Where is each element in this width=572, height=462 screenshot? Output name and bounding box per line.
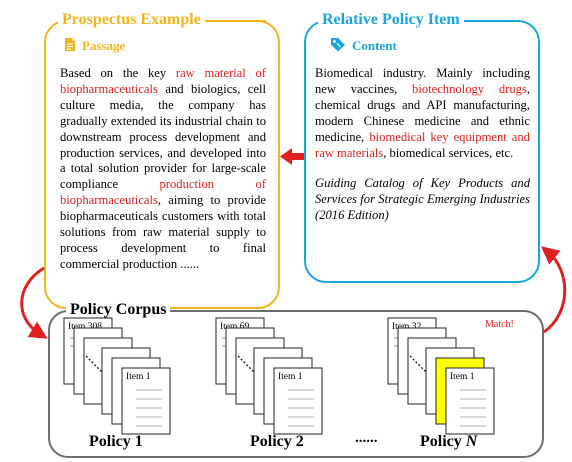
passage-segment-highlight: raw material of biopharmaceuticals xyxy=(60,66,266,96)
prospectus-title: Prospectus Example xyxy=(58,12,205,28)
passage-segment: Based on the key xyxy=(60,66,176,80)
corpus-ellipsis: ...... xyxy=(355,430,378,446)
item-label: Item 1 xyxy=(126,372,151,382)
content-segment: Biomedical industry. Mainly including ne… xyxy=(315,66,530,96)
corpus-title-line xyxy=(182,310,522,312)
content-segment: , chemical drugs and API manufacturing, … xyxy=(315,81,530,144)
policy-1-label: Policy 1 xyxy=(89,433,143,450)
document-page xyxy=(445,367,495,435)
match-arrow-left xyxy=(280,148,304,165)
item-label: Item 1 xyxy=(450,372,475,382)
curved-arrow-left xyxy=(20,266,48,339)
content-segment: , biomedical services, etc. xyxy=(383,145,514,160)
passage-segment-highlight: production of biopharmaceuticals xyxy=(60,177,266,208)
curved-arrow-right xyxy=(541,246,567,334)
policy-title-line xyxy=(478,20,518,22)
policy-content: Biomedical industry. Mainly including ne… xyxy=(315,66,530,161)
passage-label: Passage xyxy=(82,38,126,53)
policy-item-title: Relative Policy Item xyxy=(318,12,464,28)
match-label: Match! xyxy=(485,319,514,330)
prospectus-panel: Based on the key raw material of biophar… xyxy=(44,20,280,309)
item-label: Item 308 xyxy=(68,322,102,332)
policy-2-label: Policy 2 xyxy=(250,433,304,450)
policy-item-panel: Biomedical industry. Mainly including ne… xyxy=(304,20,540,283)
item-label: Item 69 xyxy=(220,322,250,332)
passage-segment: , aiming to provide biopharmaceuticals c… xyxy=(60,193,266,271)
passage-segment: and biologics, cell culture media, the c… xyxy=(60,81,266,192)
prospectus-passage: Based on the key raw material of biophar… xyxy=(60,66,266,273)
content-label: Content xyxy=(352,38,397,53)
policy-n-label: Policy N xyxy=(420,433,478,450)
document-page xyxy=(273,367,323,435)
document-page xyxy=(121,367,171,435)
tag-icon xyxy=(331,38,345,52)
content-segment-highlight: biotechnology drugs xyxy=(412,81,527,96)
item-label: Item 1 xyxy=(278,372,303,382)
policy-stack-3: Item 32 Item 1 xyxy=(387,317,495,435)
policy-source: Guiding Catalog of Key Products and Serv… xyxy=(315,176,530,222)
corpus-title: Policy Corpus xyxy=(66,302,171,318)
document-icon xyxy=(65,38,75,51)
content-segment-highlight: biomedical key equipment and raw materia… xyxy=(315,129,530,160)
item-label: Item 32 xyxy=(392,322,422,332)
policy-stack-2: Item 69 Item 1 xyxy=(215,317,323,435)
prospectus-title-line xyxy=(220,20,266,22)
